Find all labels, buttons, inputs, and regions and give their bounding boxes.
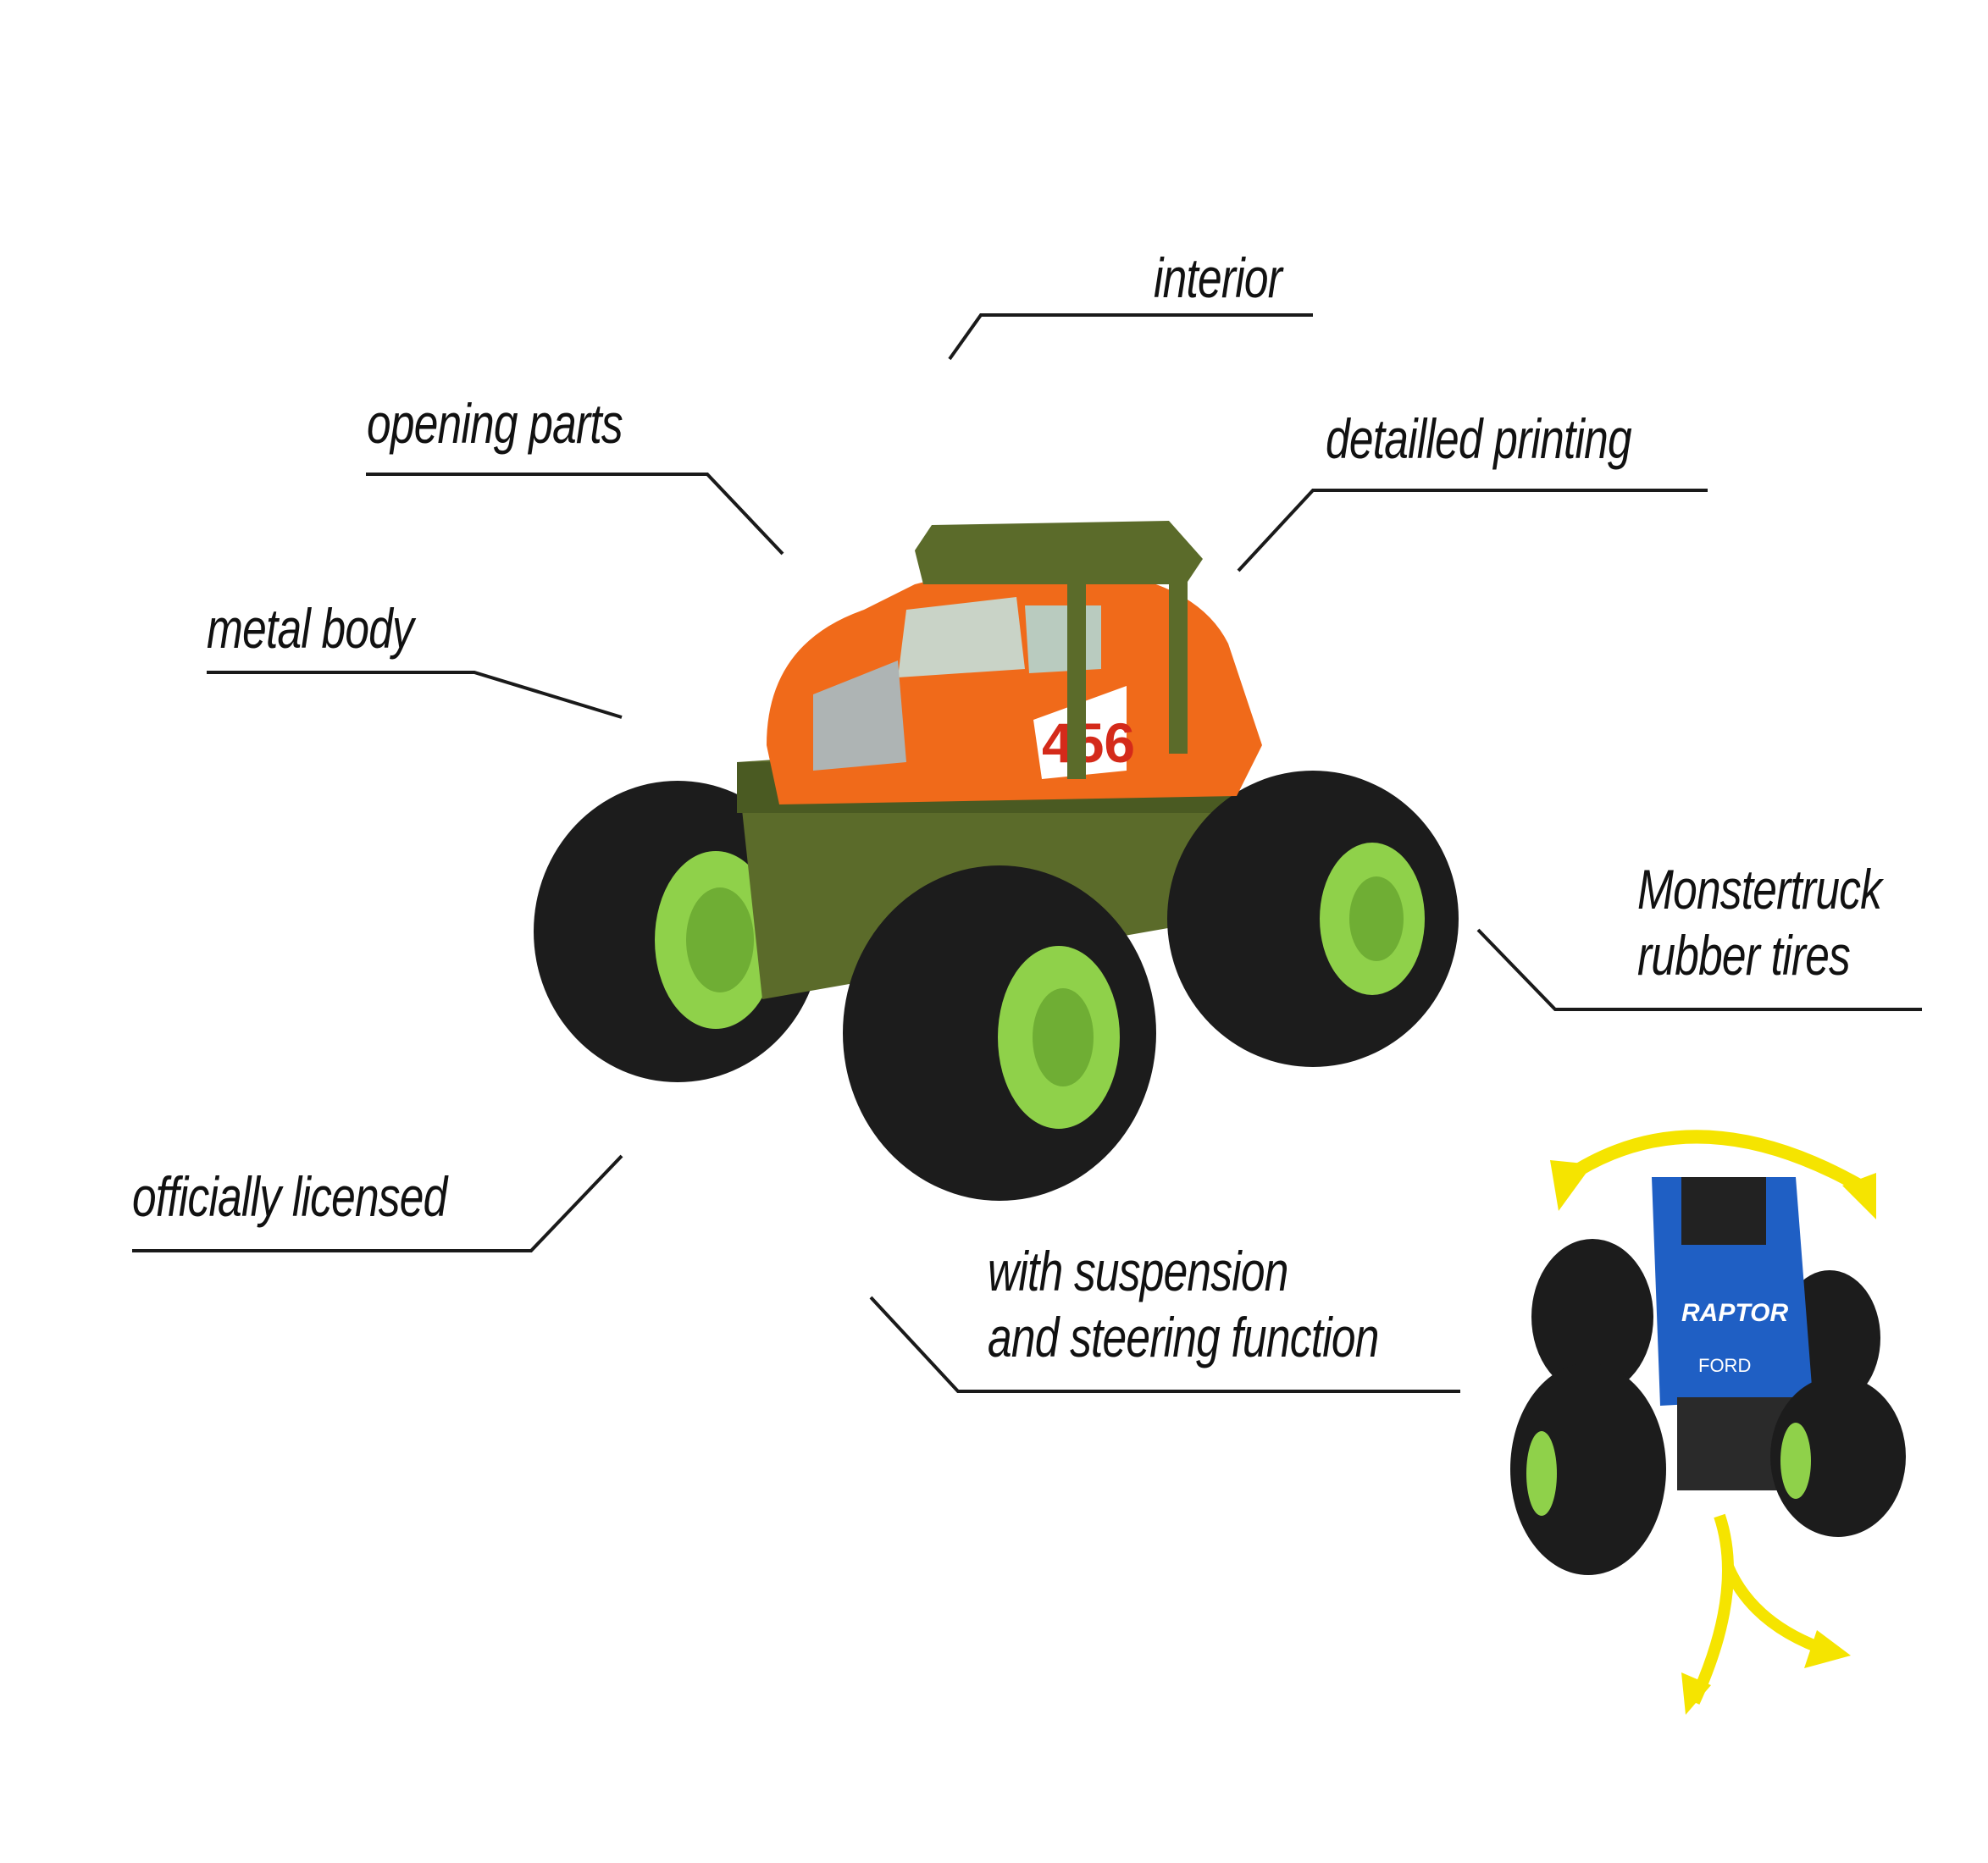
main-truck-image: 456 [534,521,1459,1201]
label-interior: interior [1154,246,1282,309]
orange-body: 456 [767,569,1262,804]
truck-number: 456 [1042,711,1135,774]
rear-right-wheel [1167,771,1459,1067]
label-suspension-line1: with suspension [988,1240,1288,1302]
leader-line-metal-body [207,671,623,719]
leader-line-opening-parts [366,473,784,556]
leader-line-tires [1476,928,1922,1011]
label-officially-licensed: officially licensed [132,1165,447,1228]
leader-line-suspension [869,1296,1460,1393]
front-right-wheel [843,865,1156,1201]
label-detailed-printing: detailled printing [1326,407,1632,470]
roof-rack [915,521,1203,779]
grille-print: FORD [1698,1355,1751,1376]
leader-lines [132,313,1922,1393]
label-opening-parts: opening parts [367,392,623,455]
label-metal-body: metal body [207,597,414,660]
leader-line-interior [948,313,1313,361]
label-suspension-line2: and steering function [988,1306,1379,1368]
small-truck-image: RAPTOR FORD [1510,1130,1906,1715]
steering-arrow-icon [1563,1130,1863,1191]
hood-print: RAPTOR [1681,1299,1788,1327]
label-tires-line2: rubber tires [1637,924,1851,987]
label-tires-line1: Monstertruck [1637,858,1882,920]
leader-line-detailed-printing [1237,489,1708,572]
leader-line-licensed [132,1154,623,1252]
suspension-arrow-icon [1688,1513,1734,1705]
